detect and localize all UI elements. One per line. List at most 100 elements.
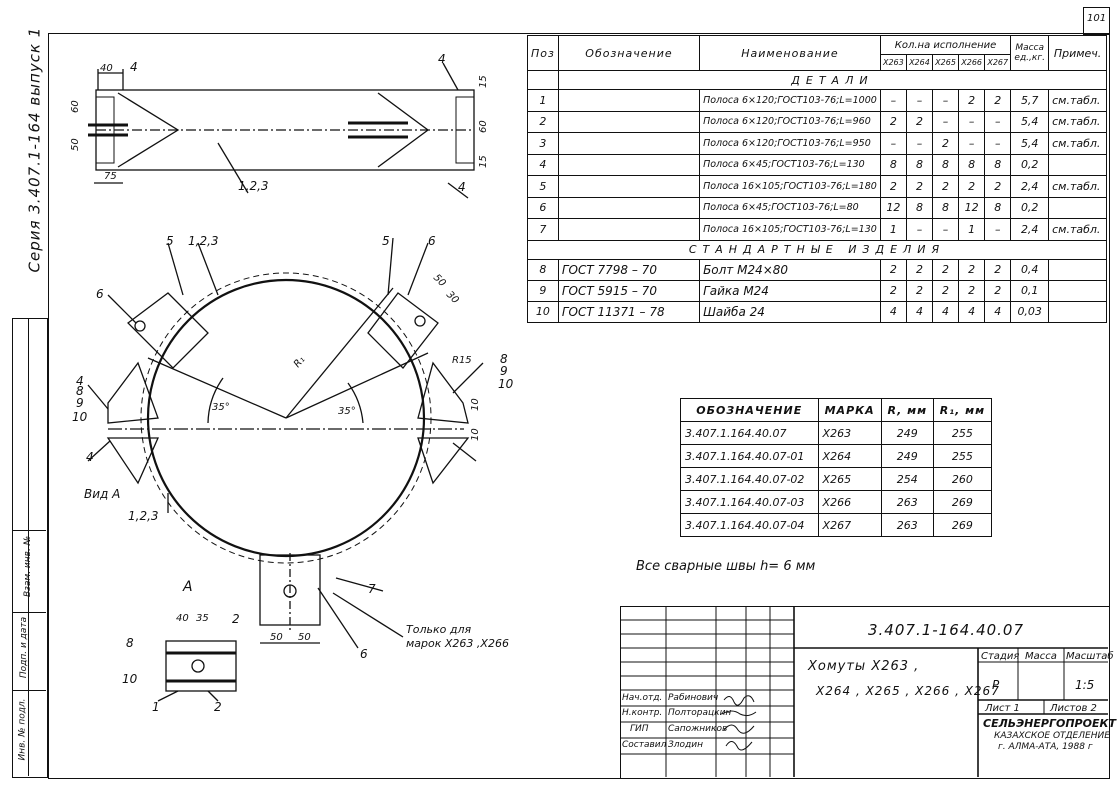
dim-10a: 10 xyxy=(470,398,481,411)
callout-5b: 5 xyxy=(382,234,390,248)
detail-note: см.табл. xyxy=(1048,89,1107,112)
std-q-1: 2 xyxy=(905,279,933,302)
dim-40: 40 xyxy=(100,63,113,74)
std-q-2: 4 xyxy=(931,300,960,323)
marks-cell: 249 xyxy=(880,444,934,468)
col-qty-group: Кол.на исполнение xyxy=(879,35,1012,55)
detail-q-2: 2 xyxy=(931,132,960,155)
std-designation: ГОСТ 7798 – 70 xyxy=(557,258,701,281)
callout-6b: 6 xyxy=(428,234,436,248)
col-note: Примеч. xyxy=(1048,35,1107,71)
std-note xyxy=(1048,279,1107,302)
weld-note: Все сварные швы h= 6 мм xyxy=(636,559,816,574)
detail-q-0: – xyxy=(879,89,907,112)
detail-q-0: 1 xyxy=(879,218,907,241)
series-stamp: Серия 3.407.1-164 выпуск 1 xyxy=(25,26,44,273)
side-stamp-div1 xyxy=(12,530,46,531)
role-2: ГИП xyxy=(630,724,649,734)
detail-pos: 7 xyxy=(527,218,559,241)
callout-4b: 4 xyxy=(438,52,446,66)
callout-6a: 6 xyxy=(96,287,104,301)
detail-q-0: 12 xyxy=(879,196,907,219)
side-stamp-div2 xyxy=(12,612,46,613)
variant-3: Х266 xyxy=(958,54,986,71)
detail-q-2: – xyxy=(931,218,960,241)
detail-note xyxy=(1048,196,1107,219)
detail-name: Полоса 16×105;ГОСТ103-76;L=130 xyxy=(699,218,881,241)
detail-q-4: 8 xyxy=(984,153,1012,176)
detail-q-2: 8 xyxy=(931,196,960,219)
page-number-box xyxy=(1083,7,1110,35)
std-q-3: 2 xyxy=(958,279,986,302)
org-dept: КАЗАХСКОЕ ОТДЕЛЕНИЕ xyxy=(994,731,1110,741)
marks-cell: 3.407.1.164.40.07-01 xyxy=(680,444,819,468)
section-a-label: А xyxy=(182,579,193,595)
std-mass: 0,4 xyxy=(1010,258,1050,281)
dim-10b: 10 xyxy=(470,428,481,441)
org-name: СЕЛЬЭНЕРГОПРОЕКТ xyxy=(983,717,1116,730)
mass-label: Масса xyxy=(1025,651,1057,662)
callout-2a: 2 xyxy=(232,612,240,626)
detail-name: Полоса 6×45;ГОСТ103-76;L=130 xyxy=(699,153,881,176)
detail-q-1: 8 xyxy=(905,153,933,176)
variant-0: Х263 xyxy=(879,54,907,71)
std-q-0: 2 xyxy=(879,258,907,281)
detail-note: см.табл. xyxy=(1048,175,1107,198)
detail-mass: 0,2 xyxy=(1010,153,1050,176)
detail-pos: 2 xyxy=(527,110,559,133)
sheets-value: Листов 2 xyxy=(1050,703,1097,714)
detail-pos: 3 xyxy=(527,132,559,155)
detail-mass: 0,2 xyxy=(1010,196,1050,219)
detail-q-3: – xyxy=(958,132,986,155)
signatures xyxy=(721,695,757,751)
marks-cell: 269 xyxy=(932,513,993,537)
callout-8c: 8 xyxy=(126,636,134,650)
clamp-drawing: 40 60 50 75 15 60 15 50 30 R15 R₁ 10 10 … xyxy=(70,52,514,713)
side-stamp-col xyxy=(28,318,29,776)
detail-q-1: 2 xyxy=(905,110,933,133)
detail-designation xyxy=(557,153,701,176)
callout-9b: 9 xyxy=(500,364,508,378)
note-only-for: Только для xyxy=(406,623,471,636)
detail-q-1: – xyxy=(905,132,933,155)
sheet-value: Лист 1 xyxy=(985,703,1020,714)
dim-60: 60 xyxy=(70,100,81,113)
detail-q-2: 8 xyxy=(931,153,960,176)
angle-35-right: 35° xyxy=(338,406,356,417)
detail-q-3: 12 xyxy=(958,196,986,219)
detail-q-3: 2 xyxy=(958,89,986,112)
variant-4: Х267 xyxy=(984,54,1012,71)
callout-4e: 4 xyxy=(86,450,94,464)
detail-name: Полоса 16×105;ГОСТ103-76;L=180 xyxy=(699,175,881,198)
section-details: ДЕТАЛИ xyxy=(557,70,1108,90)
detail-name: Полоса 6×120;ГОСТ103-76;L=1000 xyxy=(699,89,881,112)
stage-label: Стадия xyxy=(981,651,1020,662)
detail-mass: 5,4 xyxy=(1010,110,1050,133)
marks-cell: 3.407.1.164.40.07 xyxy=(680,421,819,445)
dim-75: 75 xyxy=(104,171,117,182)
marks-col-mark: МАРКА xyxy=(817,398,882,422)
detail-q-0: 2 xyxy=(879,175,907,198)
detail-q-3: – xyxy=(958,110,986,133)
detail-mass: 2,4 xyxy=(1010,218,1050,241)
callout-10b: 10 xyxy=(498,377,514,391)
detail-name: Полоса 6×120;ГОСТ103-76;L=960 xyxy=(699,110,881,133)
right-upper-lug xyxy=(367,292,439,369)
marks-cell: Х265 xyxy=(817,467,882,491)
stage-value: Р xyxy=(992,678,1000,692)
dim-50c: 50 xyxy=(270,632,283,643)
col-pos: Поз xyxy=(527,35,559,71)
detail-designation xyxy=(557,132,701,155)
angle-35-left: 35° xyxy=(212,402,230,413)
callout-1: 1 xyxy=(152,700,160,713)
dim-15b: 15 xyxy=(478,155,489,168)
std-note xyxy=(1048,258,1107,281)
col-designation: Обозначение xyxy=(557,35,701,71)
detail-q-2: – xyxy=(931,89,960,112)
variant-1: Х264 xyxy=(905,54,933,71)
